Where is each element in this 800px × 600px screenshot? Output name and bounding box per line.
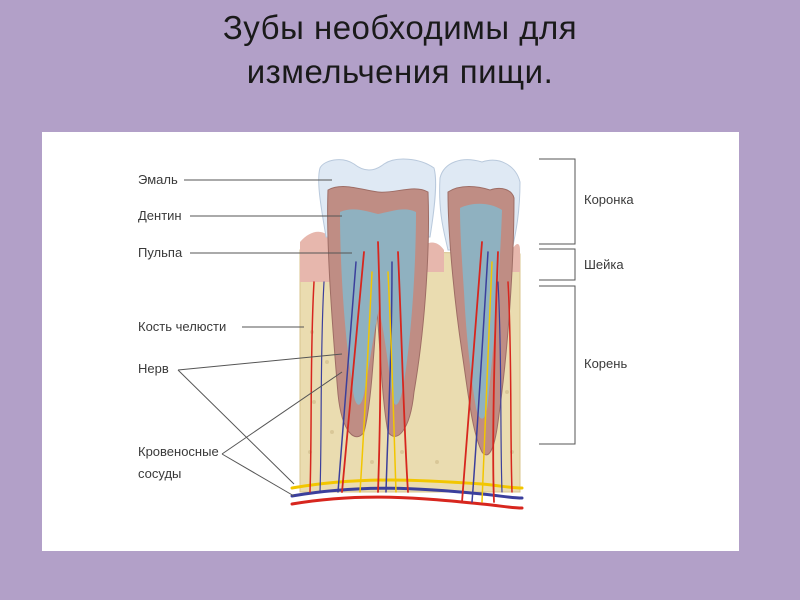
label-jaw-bone: Кость челюсти xyxy=(138,319,227,334)
bracket-root xyxy=(539,285,576,445)
label-nerve: Нерв xyxy=(138,361,169,376)
title-line-2: измельчения пищи. xyxy=(246,53,554,90)
bracket-neck xyxy=(539,248,576,281)
vein-bone xyxy=(319,281,503,493)
title-line-1: Зубы необходимы для xyxy=(222,9,578,46)
gum-right xyxy=(512,244,520,272)
gum-left xyxy=(300,231,334,282)
leader-vessels-1 xyxy=(221,371,343,455)
label-dentin: Дентин xyxy=(138,208,182,223)
blood-vessels xyxy=(290,241,524,510)
leader-nerve-1 xyxy=(177,353,343,371)
nerve-incisor xyxy=(481,261,493,503)
vein-molar xyxy=(337,261,393,493)
label-enamel: Эмаль xyxy=(138,172,178,187)
nerve-molar xyxy=(359,271,397,493)
incisor-pulp xyxy=(460,203,502,419)
label-blood-vessels-line-1: Кровеносные xyxy=(138,444,219,459)
vein-main xyxy=(290,486,524,500)
artery-incisor xyxy=(461,241,499,503)
nerve-main xyxy=(290,478,524,490)
label-root: Корень xyxy=(584,356,628,371)
vein-incisor xyxy=(471,251,489,503)
leader-nerve-2 xyxy=(177,369,295,485)
tooth-diagram-panel: Эмаль Дентин Пульпа Кость челюсти Нерв К… xyxy=(42,132,739,551)
artery-main xyxy=(290,495,524,510)
slide-title: Зубы необходимы для измельчения пищи. xyxy=(0,6,800,94)
label-blood-vessels-line-2: сосуды xyxy=(138,466,182,481)
artery-bone xyxy=(309,281,513,493)
section-brackets xyxy=(539,158,576,445)
artery-molar xyxy=(341,241,409,493)
bracket-crown xyxy=(539,158,576,245)
label-pulp: Пульпа xyxy=(138,245,183,260)
label-crown: Коронка xyxy=(584,192,634,207)
molar-pulp xyxy=(340,209,416,405)
label-neck: Шейка xyxy=(584,257,624,272)
leader-vessels-2 xyxy=(221,453,295,497)
tooth-cross-section-illustration xyxy=(177,158,576,510)
label-leader-lines xyxy=(177,179,352,497)
